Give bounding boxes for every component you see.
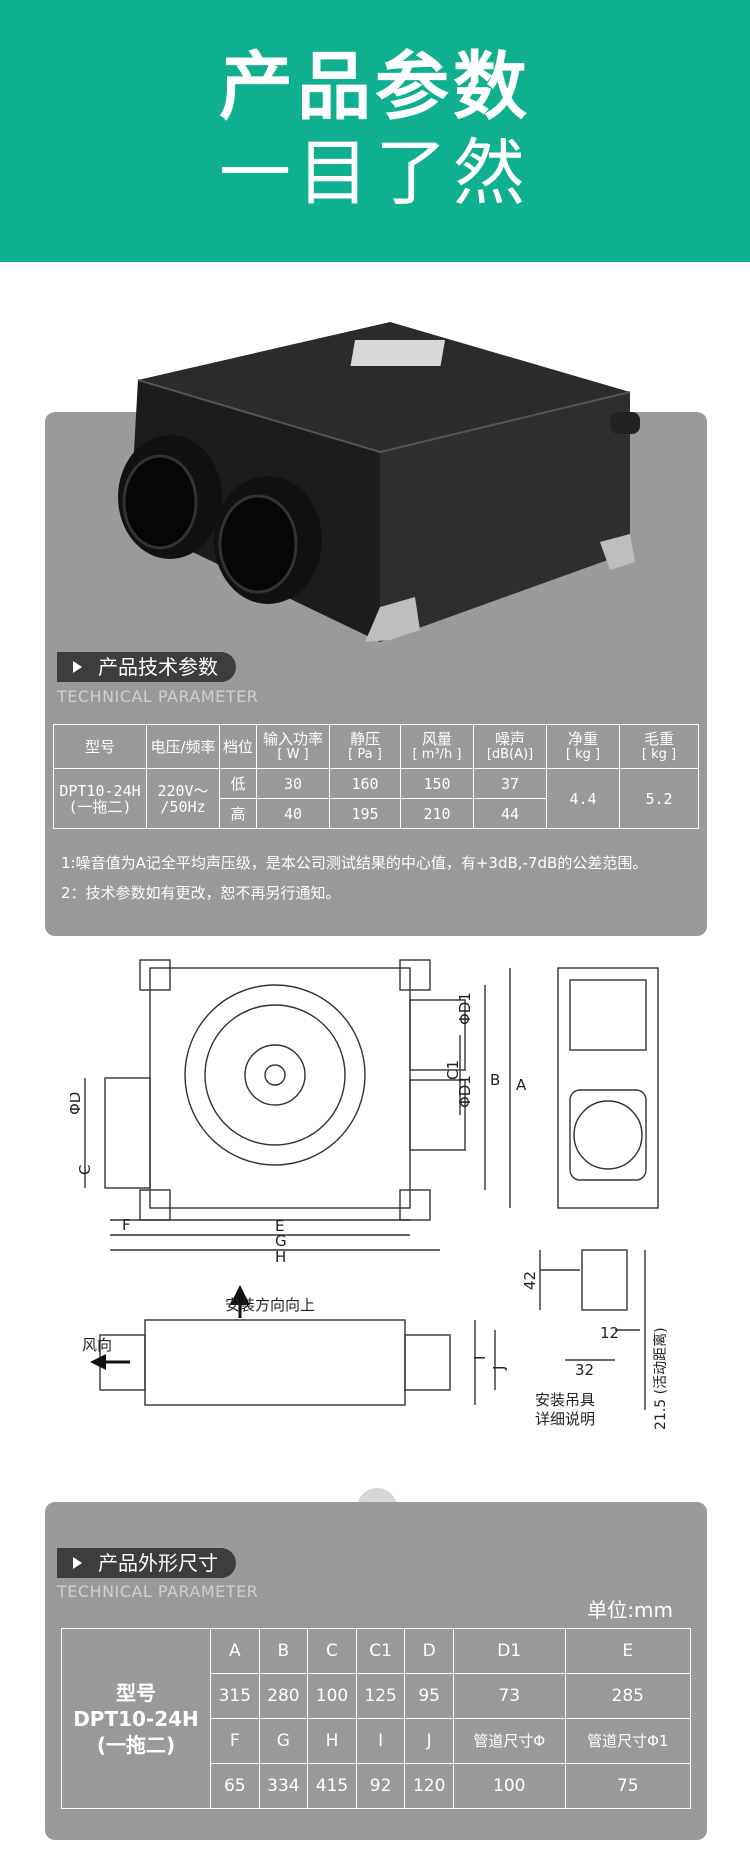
label-B: B <box>490 1071 500 1089</box>
label-A: A <box>516 1076 527 1094</box>
cell-B: 280 <box>258 1673 309 1719</box>
cell-C1: 125 <box>355 1673 406 1719</box>
label-J: J <box>490 1366 508 1371</box>
cell-gross-weight: 5.2 <box>619 768 699 829</box>
label-32: 32 <box>575 1361 594 1379</box>
label-hanger-2: 详细说明 <box>535 1410 595 1428</box>
table-row: DPT10-24H(一拖二) 220V～/50Hz 低 30 160 150 3… <box>53 768 699 829</box>
dimension-drawing: ΦD1 ΦD1 C1 B A ΦD C F E G H I J 安装方向向上 风… <box>70 959 669 1430</box>
cell-C: 100 <box>307 1673 357 1719</box>
product-image <box>118 322 640 642</box>
th-pipe-phi: 管道尺寸Φ <box>452 1718 566 1764</box>
th-I: I <box>355 1718 406 1764</box>
cell-D1: 73 <box>452 1673 566 1719</box>
drawing-side-view <box>557 967 659 1209</box>
label-phiD1-b: ΦD1 <box>456 1075 474 1108</box>
label-travel: 21.5 (活动距离) <box>652 1327 669 1430</box>
note-1: 1:噪音值为A记全平均声压级，是本公司测试结果的中心值，有+3dB,-7dB的公… <box>61 854 648 872</box>
table-row: 65 334 415 92 120 100 75 <box>62 1763 692 1809</box>
cell-net-weight: 4.4 <box>546 768 620 829</box>
cell-A: 315 <box>210 1673 260 1719</box>
th-D: D <box>404 1628 454 1674</box>
th-J: J <box>404 1718 454 1764</box>
th-H: H <box>307 1718 357 1764</box>
cell-E: 285 <box>564 1673 692 1719</box>
th-gross: 毛重[ kg ] <box>619 724 699 769</box>
cell-voltage: 220V～/50Hz <box>146 768 220 829</box>
drawing-bottom-view <box>144 1319 406 1406</box>
section-title-dim: 产品外形尺寸 <box>57 1548 236 1578</box>
label-F: F <box>122 1216 131 1234</box>
label-C: C <box>76 1165 94 1175</box>
notes: 1:噪音值为A记全平均声压级，是本公司测试结果的中心值，有+3dB,-7dB的公… <box>61 848 647 908</box>
label-42: 42 <box>521 1271 539 1290</box>
cell-noise: 44 <box>473 798 547 829</box>
cell-H: 415 <box>307 1763 357 1809</box>
th-F: F <box>210 1718 260 1764</box>
note-2: 2：技术参数如有更改，恕不再另行通知。 <box>61 884 341 902</box>
th-E: E <box>564 1628 692 1674</box>
cell-gear: 高 <box>219 798 257 829</box>
cell-power: 40 <box>256 798 330 829</box>
cell-pressure: 195 <box>329 798 401 829</box>
label-wind-dir: 风向 <box>82 1336 112 1354</box>
label-12: 12 <box>600 1324 619 1342</box>
th-voltage: 电压/频率 <box>146 724 220 769</box>
drawing-top-view <box>149 967 411 1209</box>
label-install-dir: 安装方向向上 <box>225 1296 315 1314</box>
label-E: E <box>275 1217 284 1235</box>
unit-label: 单位:mm <box>587 1598 673 1622</box>
cell-J: 120 <box>404 1763 454 1809</box>
hero-subtitle: 一目了然 <box>218 131 531 215</box>
label-hanger-1: 安装吊具 <box>535 1391 595 1409</box>
th-pipe-phi1: 管道尺寸Φ1 <box>564 1718 692 1764</box>
th-net: 净重[ kg ] <box>546 724 620 769</box>
section-title-tech: 产品技术参数 <box>57 652 236 682</box>
cell-I: 92 <box>355 1763 406 1809</box>
triangle-icon <box>73 1556 82 1569</box>
label-H: H <box>275 1248 286 1266</box>
section-subtitle-dim: TECHNICAL PARAMETER <box>57 1582 259 1601</box>
th-power: 输入功率[ W ] <box>256 724 330 769</box>
cell-airflow: 210 <box>400 798 474 829</box>
label-G: G <box>275 1232 287 1250</box>
label-C1: C1 <box>444 1060 462 1080</box>
cell-pressure: 160 <box>329 768 401 799</box>
th-D1: D1 <box>452 1628 566 1674</box>
th-pressure: 静压[ Pa ] <box>329 724 401 769</box>
th-model: 型号 <box>53 724 147 769</box>
th-C1: C1 <box>355 1628 406 1674</box>
cell-model: DPT10-24H(一拖二) <box>53 768 147 829</box>
cell-noise: 37 <box>473 768 547 799</box>
table-row: 315 280 100 125 95 73 285 <box>62 1673 692 1719</box>
th-C: C <box>307 1628 357 1674</box>
cell-D: 95 <box>404 1673 454 1719</box>
table-row: 高 40 195 210 44 <box>54 798 699 829</box>
hero-banner: 产品参数 一目了然 <box>0 0 750 262</box>
th-A: A <box>210 1628 260 1674</box>
hero-title: 产品参数 <box>219 44 531 130</box>
th-B: B <box>258 1628 309 1674</box>
section-subtitle-tech: TECHNICAL PARAMETER <box>57 687 259 706</box>
cell-pipe-phi1: 75 <box>564 1763 692 1809</box>
th-gear: 档位 <box>219 724 257 769</box>
cell-F: 65 <box>210 1763 260 1809</box>
th-airflow: 风量[ m³/h ] <box>400 724 474 769</box>
label-I: I <box>471 1356 489 1360</box>
cell-power: 30 <box>256 768 330 799</box>
th-G: G <box>258 1718 309 1764</box>
label-phiD: ΦD <box>70 1092 84 1115</box>
tech-param-table: 型号 电压/频率 档位 输入功率[ W ] 静压[ Pa ] 风量[ m³/h … <box>53 724 699 829</box>
cell-pipe-phi: 100 <box>452 1763 566 1809</box>
label-phiD1-a: ΦD1 <box>456 992 474 1025</box>
cell-gear: 低 <box>219 768 257 799</box>
cell-airflow: 150 <box>400 768 474 799</box>
triangle-icon <box>73 660 82 673</box>
th-noise: 噪声[dB(A)] <box>473 724 547 769</box>
cell-G: 334 <box>258 1763 309 1809</box>
